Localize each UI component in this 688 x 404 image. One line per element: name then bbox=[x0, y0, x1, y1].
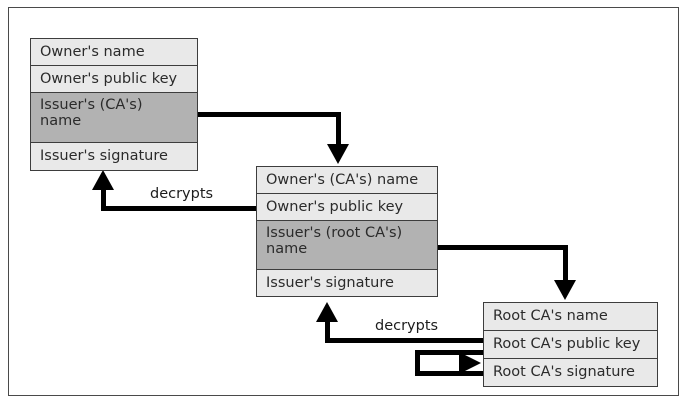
connector-decrypts-2-arrowhead bbox=[316, 302, 338, 322]
ca-certificate-row-owner-name: Owner's (CA's) name bbox=[257, 167, 437, 194]
owner-certificate: Owner's name Owner's public key Issuer's… bbox=[30, 38, 198, 171]
connector-issuer-name-to-root-vertical bbox=[563, 245, 568, 280]
root-ca-certificate: Root CA's name Root CA's public key Root… bbox=[483, 302, 658, 387]
ca-certificate-row-issuer-name: Issuer's (root CA's) name bbox=[257, 221, 437, 270]
connector-issuer-name-to-ca-horizontal bbox=[196, 112, 341, 117]
connector-decrypts-1-vertical bbox=[101, 189, 106, 208]
connector-issuer-name-to-ca-arrowhead bbox=[327, 144, 349, 164]
ca-certificate-row-issuer-signature: Issuer's signature bbox=[257, 270, 437, 296]
connector-issuer-name-to-ca-vertical bbox=[336, 112, 341, 144]
connector-decrypts-2-horizontal bbox=[325, 338, 484, 343]
ca-certificate: Owner's (CA's) name Owner's public key I… bbox=[256, 166, 438, 297]
ca-certificate-row-owner-public-key: Owner's public key bbox=[257, 194, 437, 221]
connector-decrypts-1-arrowhead bbox=[92, 170, 114, 190]
owner-certificate-row-owner-name: Owner's name bbox=[31, 39, 197, 66]
owner-certificate-row-issuer-name: Issuer's (CA's) name bbox=[31, 93, 197, 143]
root-ca-certificate-row-name: Root CA's name bbox=[484, 303, 657, 331]
connector-decrypts-2-label: decrypts bbox=[375, 318, 439, 334]
connector-root-self-signed-loop bbox=[415, 350, 487, 376]
connector-root-self-signed-arrowhead bbox=[459, 352, 481, 374]
connector-issuer-name-to-root-horizontal bbox=[436, 245, 568, 250]
owner-certificate-row-issuer-signature: Issuer's signature bbox=[31, 143, 197, 170]
connector-decrypts-2-vertical bbox=[325, 321, 330, 340]
connector-issuer-name-to-root-arrowhead bbox=[554, 280, 576, 300]
connector-decrypts-1-horizontal bbox=[101, 206, 257, 211]
connector-decrypts-1-label: decrypts bbox=[150, 186, 214, 202]
root-ca-certificate-row-signature: Root CA's signature bbox=[484, 359, 657, 386]
root-ca-certificate-row-public-key: Root CA's public key bbox=[484, 331, 657, 359]
owner-certificate-row-owner-public-key: Owner's public key bbox=[31, 66, 197, 93]
